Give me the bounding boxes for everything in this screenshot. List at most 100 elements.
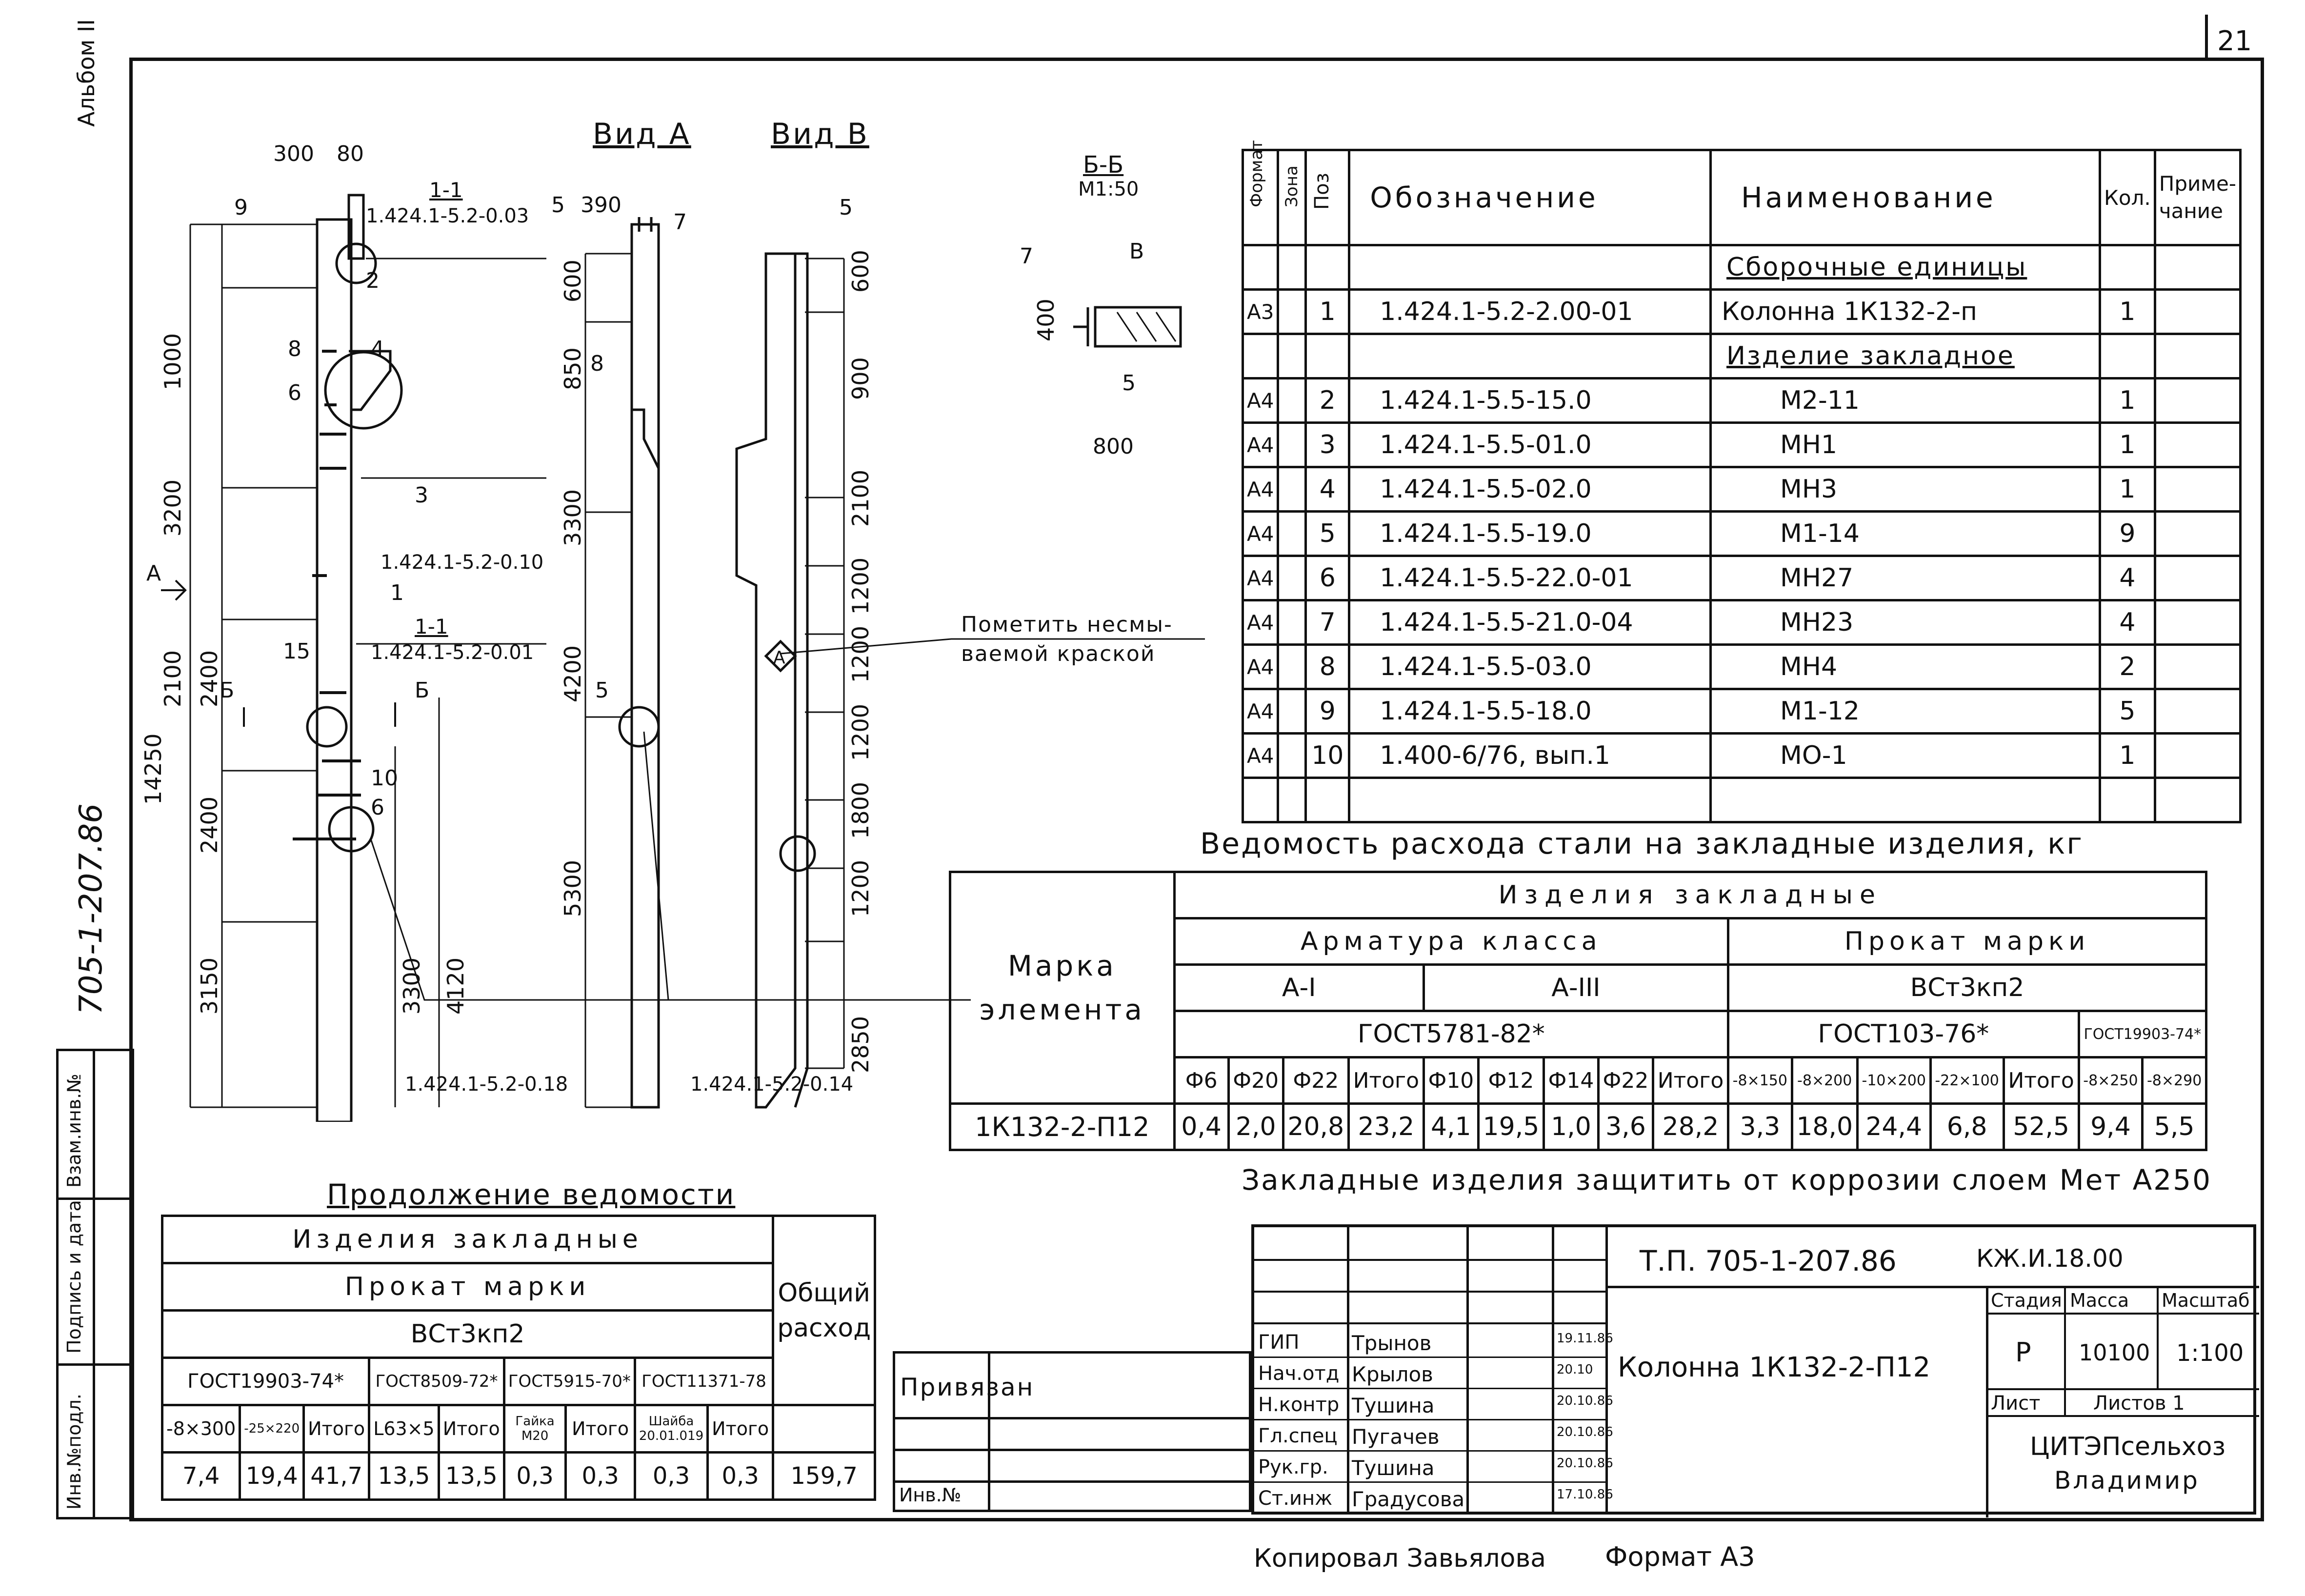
staff-row-line (1254, 1419, 1605, 1420)
steel-col-header: -8×150 (1727, 1056, 1793, 1105)
cont-col-header: Гайка М20 (502, 1404, 567, 1454)
dimA-3300: 3300 (560, 489, 586, 546)
spec-cell-qty: 1 (2099, 421, 2156, 468)
cont-gost-19903: ГОСТ19903-74* (160, 1357, 371, 1406)
spec-cell-pos: 4 (1304, 466, 1351, 513)
ref-010: 1.424.1-5.2-0.10 (381, 551, 544, 574)
cont-col-header: Итого (302, 1404, 371, 1454)
pos-2: 2 (366, 268, 380, 293)
dimB-600: 600 (847, 250, 874, 293)
spec-row: Изделие закладное (1241, 333, 2242, 379)
spec-cell-name: МН27 (1709, 555, 2102, 601)
steel-value: 24,4 (1856, 1102, 1932, 1151)
cont-gost-8509: ГОСТ8509-72* (368, 1357, 505, 1406)
staff-row-line (1254, 1357, 1605, 1358)
steel-value: 2,0 (1227, 1102, 1284, 1151)
spec-cell-qty (2099, 333, 2156, 379)
section-dim-400: 400 (1033, 299, 1059, 341)
spec-cell-pos: 9 (1304, 688, 1351, 735)
spec-cell-format: А4 (1241, 688, 1280, 735)
marker-A-diamond: А (773, 648, 785, 668)
hdr-zone: Зона (1277, 149, 1307, 246)
spec-cell-qty: 4 (2099, 555, 2156, 601)
spec-cell-format: А4 (1241, 510, 1280, 557)
dim-2100: 2100 (160, 650, 186, 707)
sheet-frame (129, 58, 2264, 1521)
spec-cell-name: МН3 (1709, 466, 2102, 513)
steel-col-header: Итого (1651, 1056, 1730, 1105)
steel-value: 3,6 (1597, 1102, 1654, 1151)
staff-name: Пугачев (1352, 1425, 1440, 1449)
sign-date-label: Подпись и дата (63, 1200, 85, 1354)
staff-date: 19.11.86 (1557, 1331, 1613, 1346)
dimB-900: 900 (847, 357, 874, 400)
steel-value: 3,3 (1727, 1102, 1793, 1151)
dimB-1200c: 1200 (847, 704, 874, 761)
spec-cell-name: МН4 (1709, 643, 2102, 690)
spec-cell-pos: 5 (1304, 510, 1351, 557)
copied-by: Копировал Завьялова (1254, 1544, 1546, 1573)
spec-cell-pos: 8 (1304, 643, 1351, 690)
spec-cell-format: А4 (1241, 555, 1280, 601)
spec-cell-name: М2-11 (1709, 377, 2102, 424)
spec-row (1241, 777, 2242, 823)
dim-1000: 1000 (160, 333, 186, 390)
spec-cell-qty (2099, 777, 2156, 823)
pos-15: 15 (283, 639, 310, 664)
steel-value: 18,0 (1790, 1102, 1859, 1151)
privyazan-block: Привязан Инв.№ (893, 1351, 1251, 1512)
dim-4120: 4120 (442, 958, 469, 1015)
staff-name: Тушина (1352, 1394, 1435, 1417)
steel-value: 1,0 (1543, 1102, 1600, 1151)
hdr-pos: Поз (1304, 149, 1351, 246)
spec-cell-format: А4 (1241, 599, 1280, 646)
mass-value: 10100 (2079, 1339, 2150, 1366)
spec-cell-pos: 6 (1304, 555, 1351, 601)
sheets-header: Листов 1 (2093, 1392, 2185, 1415)
cont-value: 0,3 (706, 1451, 775, 1501)
cont-col-header: Итого (706, 1404, 775, 1454)
pos-4: 4 (371, 337, 384, 361)
cont-grade: ВСт3кп2 (160, 1309, 775, 1359)
project-code: Т.П. 705-1-207.86 (1640, 1244, 1897, 1277)
staff-name: Градусова (1352, 1487, 1465, 1511)
sheet-code: КЖ.И.18.00 (1976, 1244, 2124, 1273)
scale-header: Масштаб (2162, 1290, 2250, 1311)
spec-cell-name: М1-14 (1709, 510, 2102, 557)
spec-cell-designation: 1.400-6/76, вып.1 (1348, 732, 1712, 779)
column-drawing: 300 80 9 2 4 8 6 3 1 15 10 6 Б Б А 5 390… (140, 141, 1205, 1122)
staff-date: 17.10.86 (1557, 1487, 1613, 1502)
spec-cell-designation (1348, 333, 1712, 379)
cont-col-header: Итого (437, 1404, 505, 1454)
steel-value: 4,1 (1422, 1102, 1480, 1151)
staff-role: Гл.спец (1258, 1425, 1338, 1447)
spec-cell-designation: 1.424.1-5.5-02.0 (1348, 466, 1712, 513)
steel-col-header: Итого (1347, 1056, 1425, 1105)
steel-value: 0,4 (1173, 1102, 1230, 1151)
cont-col-header: -8×300 (160, 1404, 241, 1454)
dimB-2850: 2850 (847, 1016, 874, 1073)
viewA-pos-7: 7 (673, 210, 687, 235)
cont-value: 41,7 (302, 1451, 371, 1501)
spec-cell-zone (1277, 599, 1307, 646)
steel-col-header: Ф14 (1543, 1056, 1600, 1105)
org-name: ЦИТЭПсельхоз (2030, 1432, 2226, 1461)
product-name: Колонна 1К132-2-П12 (1618, 1352, 1931, 1383)
steel-col-header: -10×200 (1856, 1056, 1932, 1105)
spec-cell-pos (1304, 777, 1351, 823)
privyazan-label: Привязан (900, 1373, 1035, 1401)
cut-B-left: Б (220, 678, 234, 703)
cont-value: 7,4 (160, 1451, 241, 1501)
spec-cell-pos: 7 (1304, 599, 1351, 646)
gost-arm: ГОСТ5781-82* (1173, 1010, 1730, 1058)
section-dim-800: 800 (1093, 434, 1134, 459)
cont-rolled: Прокат марки (160, 1262, 775, 1312)
cont-gost-11371: ГОСТ11371-78 (633, 1357, 775, 1406)
dimA-5300: 5300 (560, 860, 586, 917)
